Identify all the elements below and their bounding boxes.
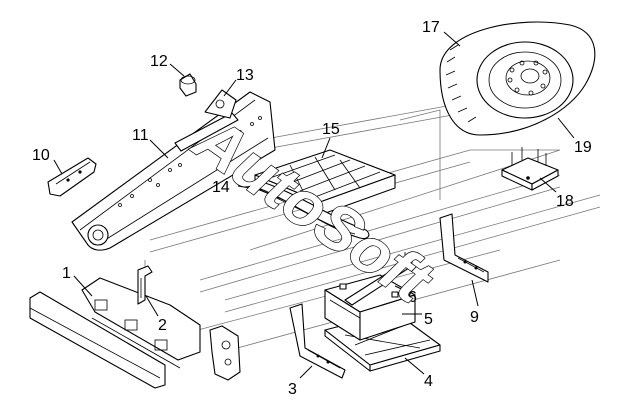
wheel-stud-holes [507,60,548,96]
callout-18: 18 [556,193,574,210]
callout-9: 9 [470,309,479,326]
callout-1: 1 [62,265,71,282]
callout-14: 14 [212,179,230,196]
callout-12: 12 [150,53,168,70]
leader-lines [53,31,575,379]
battery-hold-down [344,252,413,306]
frame-side-member [71,91,276,251]
callout-17: 17 [422,19,440,36]
callout-2: 2 [158,317,167,334]
callout-10: 10 [32,147,50,164]
callout-3: 3 [288,381,297,398]
frame-holes [118,116,262,207]
engine-mount [209,325,241,381]
callout-19: 19 [574,139,592,156]
front-cross-member [29,277,201,389]
callout-labels: 1 2 3 4 5 6 9 10 11 12 13 14 15 17 18 19 [32,19,592,398]
mount-bracket [204,89,237,119]
battery-strap [257,181,370,239]
callout-5: 5 [424,311,433,328]
small-bracket [47,157,97,197]
mounting-clip [137,265,153,305]
callout-15: 15 [322,121,340,138]
callout-11: 11 [132,127,149,144]
support-bracket [439,213,489,283]
callout-4: 4 [424,373,433,390]
callout-13: 13 [236,67,254,84]
chassis-frame-outline [144,99,601,351]
spare-wheel [439,21,596,136]
battery-bracket [289,303,346,379]
rubber-bush [179,73,197,97]
callout-6: 6 [408,289,417,306]
watermark-text: AutoSoft [180,101,446,318]
spare-wheel-carrier [501,147,559,191]
